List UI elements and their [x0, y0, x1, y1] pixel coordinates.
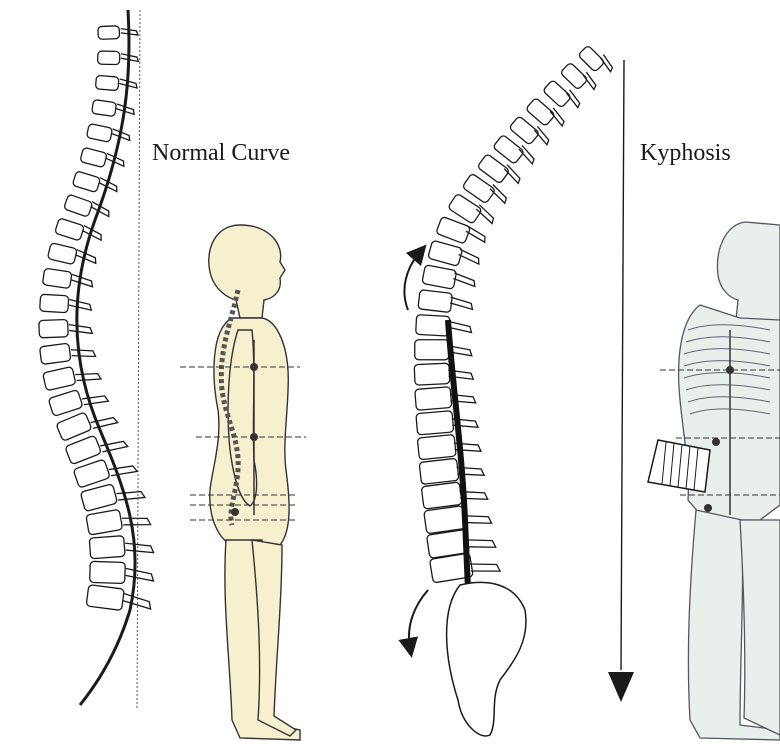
normal-vertebra [55, 218, 85, 241]
normal-vertebra [64, 194, 93, 217]
normal-vertebra [42, 268, 72, 288]
normal-vertebra [73, 459, 110, 488]
normal-vertebra [86, 585, 124, 611]
kyphotic-vertebra [415, 387, 452, 411]
normal-marker-2 [250, 433, 258, 441]
kyphosis-marker-2 [712, 438, 720, 446]
kyphotic-vertebra [418, 290, 453, 313]
normal-vertebra [92, 99, 117, 116]
normal-spinous-process [71, 274, 94, 286]
kyphotic-vertebra [416, 315, 450, 336]
curved-arrow-down-icon [409, 590, 428, 648]
normal-spinous-process [116, 487, 145, 505]
normal-marker-1 [250, 363, 258, 371]
normal-vertebra [48, 389, 83, 416]
normal-vertebra [43, 366, 76, 390]
normal-vertebra [39, 343, 70, 364]
normal-marker-3 [231, 508, 239, 516]
kyphosis-marker-3 [704, 504, 712, 512]
kyphotic-vertebra [424, 506, 466, 534]
normal-vertebra [80, 484, 117, 512]
normal-vertebra [89, 536, 125, 559]
kyphotic-vertebra [419, 458, 459, 484]
normal-vertebra [47, 243, 77, 265]
normal-vertebra [86, 509, 123, 535]
normal-vertebra [95, 75, 119, 90]
normal-vertebra [56, 412, 92, 441]
normal-vertebra [40, 294, 69, 313]
kyphotic-vertebra [436, 216, 471, 244]
normal-spinous-process [125, 568, 153, 581]
curved-arrow-up-icon [404, 252, 420, 310]
kyphotic-spinous-process [470, 559, 500, 575]
normal-vertebra [80, 147, 107, 167]
kyphotic-sacrum [447, 582, 526, 736]
normal-spinous-process [69, 324, 92, 334]
kyphotic-vertebra [414, 363, 450, 385]
kyphotic-spine-drawing [414, 45, 615, 583]
normal-spine-drawing [39, 26, 154, 611]
normal-vertebra [90, 561, 126, 583]
normal-vertebra [98, 26, 120, 40]
kyphotic-spinous-process [450, 297, 474, 309]
kyphotic-vertebra [421, 482, 462, 509]
normal-vertebra [72, 171, 100, 193]
normal-spinous-process [122, 514, 151, 530]
normal-vertebra [98, 51, 120, 65]
kyphotic-vertebra [415, 340, 449, 360]
kyphotic-vertebra [417, 434, 456, 459]
normal-vertebra [39, 320, 68, 338]
normal-curve-caption: Normal Curve [152, 140, 290, 167]
normal-spinous-process [125, 541, 153, 554]
kyphotic-vertebra [422, 265, 457, 289]
normal-vertebra [65, 435, 102, 465]
kyphosis-caption: Kyphosis [640, 140, 731, 167]
kyphotic-spinous-process [466, 536, 495, 552]
kyphotic-plumb-line [621, 60, 624, 670]
plumb-bob-icon [608, 672, 634, 702]
pelvic-tilt-wedge [648, 440, 710, 492]
kyphotic-vertebra [428, 240, 463, 266]
normal-spinous-process [69, 299, 92, 310]
kyphosis-marker-1 [726, 366, 734, 374]
kyphotic-vertebra [416, 411, 454, 435]
normal-spinous-process [71, 347, 96, 360]
normal-spinous-process [75, 369, 101, 384]
normal-vertebra [86, 123, 112, 142]
